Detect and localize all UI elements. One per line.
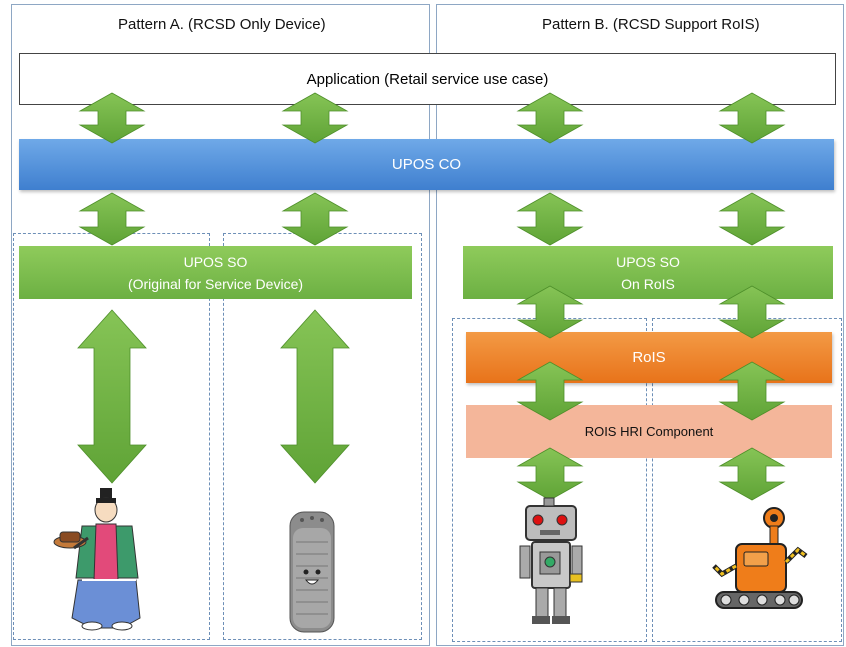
co-so-arrow-1 bbox=[78, 192, 146, 246]
upos-so-a-line2: (Original for Service Device) bbox=[127, 275, 304, 292]
rois-hri-arrow-b1 bbox=[516, 361, 584, 421]
upos-co-bar: UPOS CO bbox=[19, 139, 834, 190]
co-so-arrow-3 bbox=[516, 192, 584, 246]
co-so-arrow-4 bbox=[718, 192, 786, 246]
rois-hri-label: ROIS HRI Component bbox=[584, 424, 714, 439]
so-device-arrow-a1 bbox=[77, 309, 147, 484]
so-rois-arrow-b2 bbox=[718, 285, 786, 339]
upos-so-a-line1: UPOS SO bbox=[183, 253, 248, 270]
app-co-arrow-1 bbox=[78, 92, 146, 144]
pattern-b-title: Pattern B. (RCSD Support RoIS) bbox=[542, 16, 760, 33]
upos-so-b-line2: On RoIS bbox=[621, 275, 675, 292]
upos-co-label: UPOS CO bbox=[391, 156, 462, 173]
rois-label: RoIS bbox=[632, 349, 666, 366]
rois-hri-component-bar: ROIS HRI Component bbox=[466, 405, 832, 458]
smart-speaker-icon bbox=[289, 511, 335, 633]
humanoid-robot-icon bbox=[519, 497, 583, 624]
application-box: Application (Retail service use case) bbox=[19, 53, 836, 105]
pattern-a-frame bbox=[11, 4, 430, 646]
so-device-arrow-a2 bbox=[280, 309, 350, 484]
tracked-robot-icon bbox=[712, 507, 808, 609]
rois-hri-arrow-b2 bbox=[718, 361, 786, 421]
app-co-arrow-3 bbox=[516, 92, 584, 144]
app-co-arrow-2 bbox=[281, 92, 349, 144]
upos-so-original-box: UPOS SO (Original for Service Device) bbox=[19, 246, 412, 299]
hri-device-arrow-b1 bbox=[516, 447, 584, 501]
pattern-b-frame bbox=[436, 4, 844, 646]
pattern-a-title: Pattern A. (RCSD Only Device) bbox=[118, 16, 326, 33]
upos-so-on-rois-box: UPOS SO On RoIS bbox=[463, 246, 833, 299]
app-co-arrow-4 bbox=[718, 92, 786, 144]
application-label: Application (Retail service use case) bbox=[306, 70, 549, 88]
so-rois-arrow-b1 bbox=[516, 285, 584, 339]
hri-device-arrow-b2 bbox=[718, 447, 786, 501]
co-so-arrow-2 bbox=[281, 192, 349, 246]
tea-serving-doll-icon bbox=[53, 488, 141, 631]
upos-so-b-line1: UPOS SO bbox=[616, 253, 680, 270]
